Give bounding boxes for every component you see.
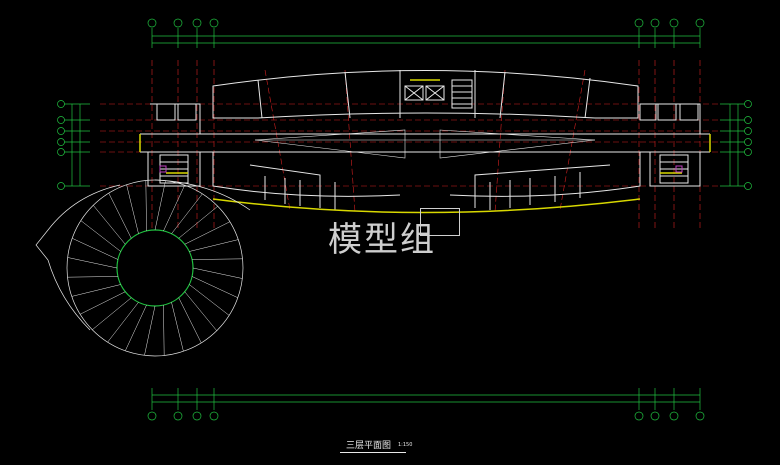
ramp-spoke [163,305,165,356]
drawing-title: 三层平面图 [346,441,392,451]
ramp-spoke [189,239,239,252]
ramp-spoke [67,276,118,278]
ramp-spoke [171,302,184,352]
watermark-text: 模型组 [328,220,436,260]
ramp-spoke [189,284,230,316]
ramp-spoke [107,302,139,343]
ramp-spoke [126,184,139,234]
ramp-spoke [178,206,218,239]
building-walls [139,70,711,210]
side-dimension-lines [57,100,752,190]
bottom-dimension-lines [147,388,705,421]
ramp-spoke [72,238,119,260]
atrium-lines [254,129,596,159]
ramp-spoke [80,220,121,252]
ramp-spokes [67,180,243,356]
ramp-spoke [93,205,126,245]
ramp-spoke [154,180,166,231]
spiral-ramp [35,179,251,357]
ramp-spoke [80,291,126,315]
ramp-spoke [191,276,238,298]
ramp-spoke [71,284,121,297]
title-underline [340,452,406,453]
hatched-walls [139,79,711,214]
ramp-spoke [184,221,230,245]
ramp-spoke [184,291,217,331]
ramp-spoke [92,297,132,330]
ramp-spoke [192,258,243,260]
ramp-spoke [171,193,203,234]
ramp-spoke [178,297,202,343]
ramp-spoke [163,185,185,232]
ramp-spoke [67,257,118,269]
ramp-spoke [145,180,147,231]
ramp-spoke [144,305,156,356]
magenta-accents [159,165,683,173]
ramp-spoke [125,304,147,351]
watermark-frame [420,208,460,236]
drawing-scale: 1:150 [398,442,413,448]
ramp-spoke [192,267,243,279]
top-dimension-lines [147,18,705,48]
ramp-spoke [108,193,132,239]
